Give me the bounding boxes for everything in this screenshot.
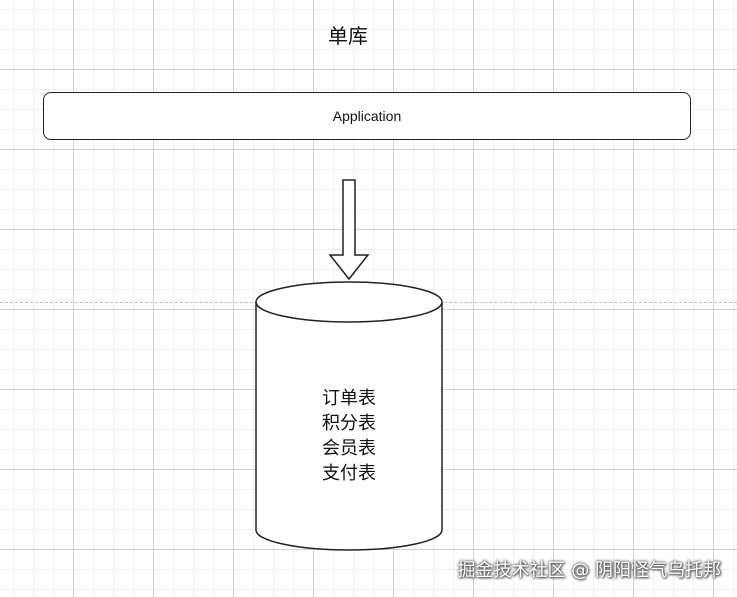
database-cylinder[interactable] — [255, 281, 443, 551]
watermark-text: 掘金技术社区 @ 阴阳怪气乌托邦 — [457, 560, 721, 581]
down-arrow[interactable] — [328, 179, 370, 281]
diagram-title: 单库 — [328, 24, 368, 48]
table-item-points: 积分表 — [322, 413, 376, 434]
table-item-orders: 订单表 — [322, 388, 376, 409]
database-table-list: 订单表 积分表 会员表 支付表 — [256, 386, 442, 486]
table-item-members: 会员表 — [322, 438, 376, 459]
application-box[interactable]: Application — [43, 92, 691, 140]
application-label: Application — [332, 108, 402, 124]
table-item-payments: 支付表 — [322, 463, 376, 484]
